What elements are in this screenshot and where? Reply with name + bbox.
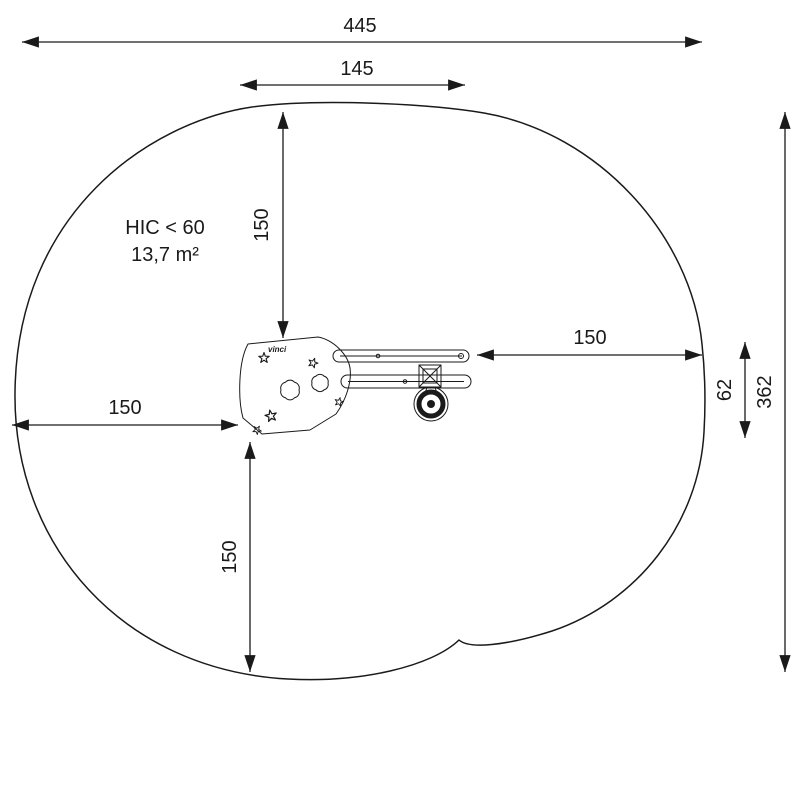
dim-wheel-offset: 62	[714, 342, 751, 438]
post-cap	[418, 364, 442, 388]
flower-cutout	[311, 373, 329, 393]
dimension-label: 445	[343, 15, 376, 37]
bolt	[375, 353, 381, 359]
bolt	[402, 379, 408, 384]
play-structure: vinci	[239, 336, 472, 436]
brand-logo: vinci	[268, 345, 287, 354]
play-panel	[239, 336, 351, 435]
star-cutout	[306, 356, 320, 369]
hic-label: HIC < 60	[125, 217, 204, 239]
dim-top-clearance: 150	[251, 112, 289, 338]
area-label: 13,7 m²	[131, 244, 199, 266]
bolt	[458, 353, 464, 359]
dimension-label: 150	[108, 397, 141, 419]
steering-wheel	[413, 386, 449, 422]
dimension-label: 145	[340, 58, 373, 80]
beam	[340, 374, 472, 389]
zone-annotation: HIC < 60 13,7 m²	[125, 217, 204, 266]
dim-bottom-clearance: 150	[219, 442, 256, 672]
star-cutout	[333, 396, 345, 408]
dimension-label: 150	[219, 540, 241, 573]
dimension-label: 150	[573, 327, 606, 349]
dimension-label: 150	[251, 208, 273, 241]
star-cutout	[263, 408, 279, 423]
dim-equipment-width: 145	[239, 58, 465, 91]
dim-total-height: 362	[754, 112, 791, 672]
dim-left-clearance: 150	[12, 397, 238, 431]
beam	[332, 349, 470, 363]
dim-total-width: 445	[22, 15, 702, 48]
dimension-label: 62	[714, 379, 736, 401]
flower-cutout	[280, 379, 300, 401]
dimension-label: 362	[754, 375, 776, 408]
dim-right-clearance: 150	[477, 327, 702, 361]
safety-zone-outline	[14, 101, 706, 681]
